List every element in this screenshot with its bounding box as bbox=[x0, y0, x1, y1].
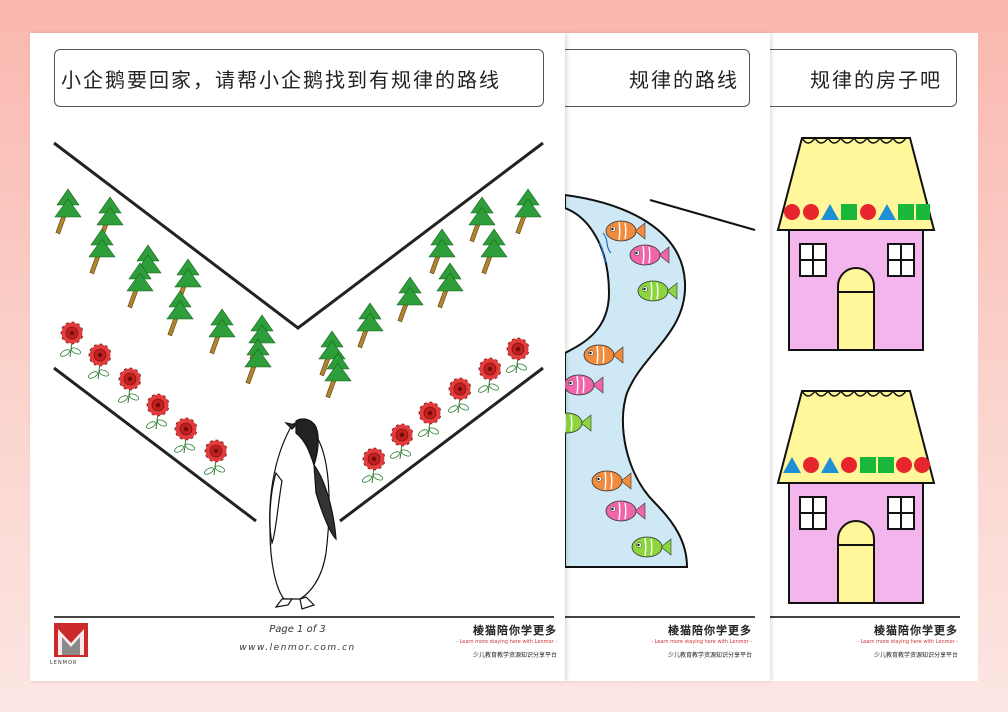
page-title: 小企鹅要回家，请帮小企鹅找到有规律的路线 bbox=[54, 49, 544, 107]
logo-text: LENMOR bbox=[50, 660, 78, 666]
page-title: 规律的房子吧 bbox=[770, 49, 957, 107]
penguin-illustration bbox=[269, 418, 337, 610]
brand-slogan: - Learn more staying here with Lenmor - bbox=[651, 639, 752, 645]
house-2 bbox=[777, 390, 935, 604]
footer-divider bbox=[770, 616, 960, 618]
title-text: 小企鹅要回家，请帮小企鹅找到有规律的路线 bbox=[61, 67, 501, 92]
brand-tagline: 少儿教育教学资源知识分享平台 bbox=[667, 652, 752, 659]
river-illustration bbox=[565, 193, 756, 568]
brand-block: 棱猫陪你学更多 - Learn more staying here with L… bbox=[857, 622, 958, 659]
flower-row-left bbox=[58, 321, 228, 477]
brand-name: 棱猫陪你学更多 bbox=[874, 624, 958, 637]
house-1 bbox=[777, 137, 935, 351]
tree-row-right bbox=[318, 188, 542, 399]
page-number: Page 1 of 3 bbox=[269, 624, 326, 635]
footer-divider bbox=[54, 616, 554, 618]
title-text: 规律的路线 bbox=[629, 67, 739, 92]
brand-tagline: 少儿教育教学资源知识分享平台 bbox=[873, 652, 958, 659]
worksheet-page-2: 规律的路线 bbox=[565, 33, 770, 681]
brand-block: 棱猫陪你学更多 - Learn more staying here with L… bbox=[651, 622, 752, 659]
flower-row-right bbox=[360, 337, 530, 485]
worksheet-page-1: 小企鹅要回家，请帮小企鹅找到有规律的路线 bbox=[30, 33, 565, 681]
worksheet-page-3: 规律的房子吧 bbox=[770, 33, 978, 681]
brand-name: 棱猫陪你学更多 bbox=[473, 624, 557, 637]
page-title: 规律的路线 bbox=[565, 49, 750, 107]
title-text: 规律的房子吧 bbox=[810, 67, 942, 92]
lenmor-logo-icon bbox=[54, 621, 88, 661]
brand-name: 棱猫陪你学更多 bbox=[668, 624, 752, 637]
road-illustration bbox=[53, 141, 544, 610]
footer-divider bbox=[565, 616, 755, 618]
brand-block: 棱猫陪你学更多 - Learn more staying here with L… bbox=[456, 622, 557, 659]
houses-illustration bbox=[777, 137, 935, 604]
brand-slogan: - Learn more staying here with Lenmor - bbox=[456, 639, 557, 645]
brand-slogan: - Learn more staying here with Lenmor - bbox=[857, 639, 958, 645]
website-link[interactable]: www.lenmor.com.cn bbox=[239, 643, 356, 653]
brand-tagline: 少儿教育教学资源知识分享平台 bbox=[472, 652, 557, 659]
